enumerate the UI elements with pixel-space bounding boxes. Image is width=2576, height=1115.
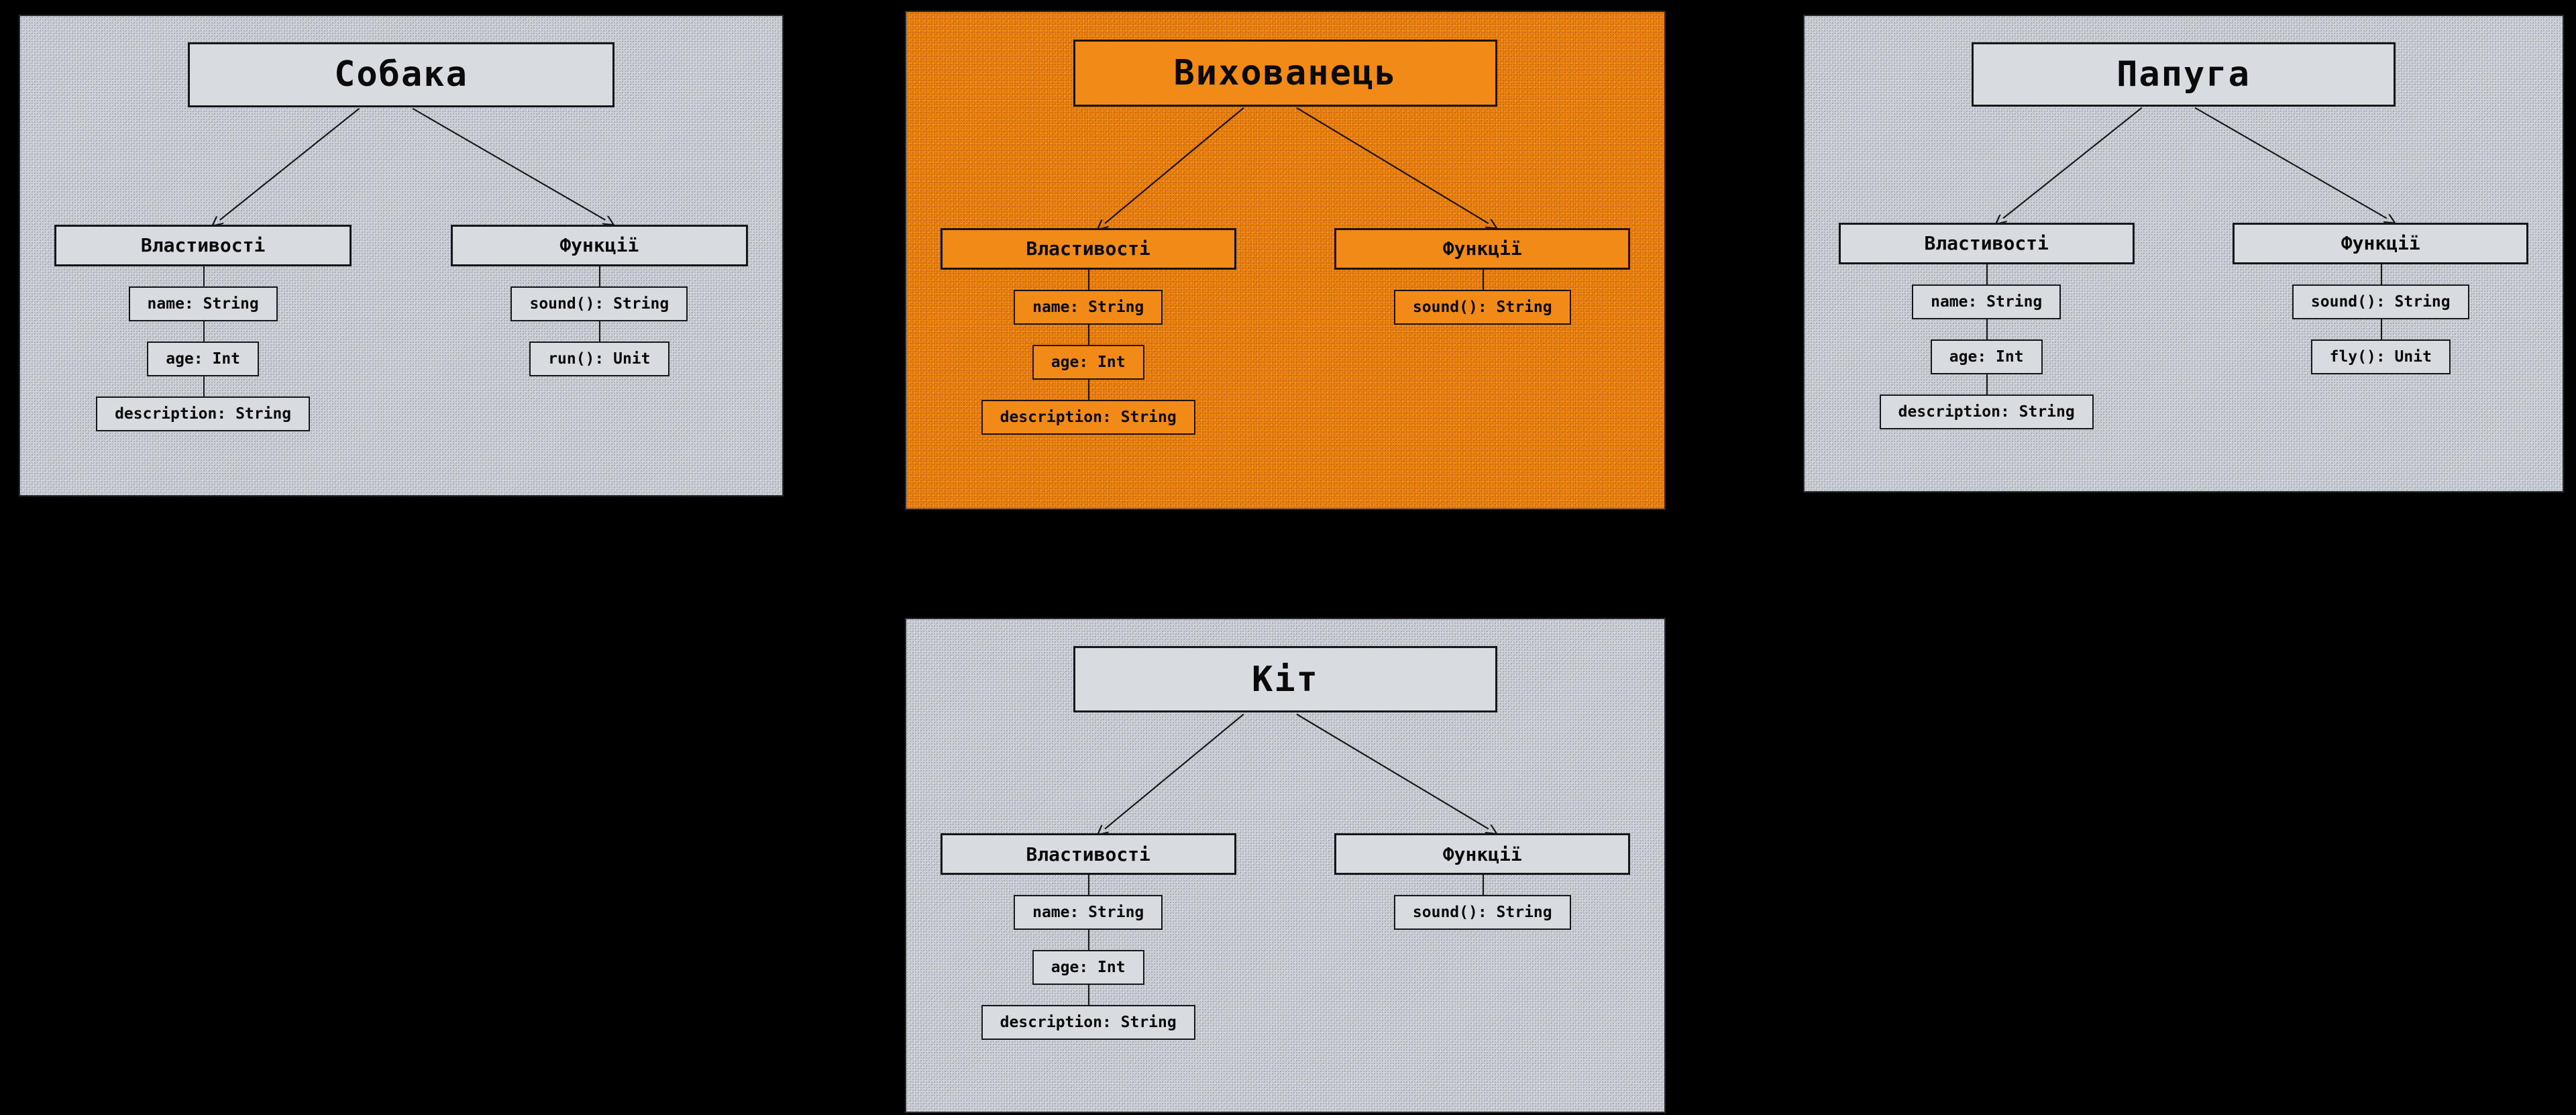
class-diagram-dog: Собака Властивості name: String age: Int…: [19, 15, 784, 496]
class-title: Вихованець: [1173, 52, 1397, 93]
functions-header: Функції: [450, 224, 748, 266]
property-item: age: Int: [1930, 319, 2043, 374]
property-item: description: String: [981, 379, 1195, 435]
properties-header: Властивості: [54, 224, 352, 266]
property-item: name: String: [1014, 875, 1163, 931]
property-item: name: String: [1014, 269, 1163, 325]
class-diagram-cat: Кіт Властивості name: String age: Int de…: [905, 618, 1666, 1113]
class-title: Папуга: [2116, 54, 2251, 95]
functions-column: Функції sound(): String: [1334, 227, 1631, 325]
class-title-box: Папуга: [1971, 42, 2396, 107]
functions-header-label: Функції: [1442, 843, 1522, 865]
function-item: sound(): String: [511, 266, 688, 321]
functions-header: Функції: [1334, 227, 1631, 270]
class-title-box: Вихованець: [1073, 39, 1498, 107]
property-item: age: Int: [1032, 324, 1144, 380]
function-item: fly(): Unit: [2310, 319, 2451, 374]
property-item: age: Int: [1032, 930, 1144, 986]
functions-header: Функції: [2233, 222, 2529, 264]
properties-header: Властивості: [940, 833, 1236, 875]
properties-header: Властивості: [940, 227, 1236, 270]
functions-column: Функції sound(): String run(): Unit: [450, 224, 748, 376]
properties-header: Властивості: [1838, 222, 2135, 264]
function-item: run(): Unit: [529, 321, 669, 376]
properties-header-label: Властивості: [1026, 843, 1150, 865]
inheritance-arrows: [20, 107, 782, 495]
property-item: description: String: [1879, 374, 2094, 429]
function-item: sound(): String: [1393, 269, 1571, 325]
inheritance-arrows: [1805, 107, 2563, 491]
properties-column: Властивості name: String age: Int descri…: [1838, 222, 2135, 429]
properties-header-label: Властивості: [1924, 232, 2049, 255]
functions-header-label: Функції: [559, 234, 639, 257]
properties-column: Властивості name: String age: Int descri…: [54, 224, 352, 431]
properties-column: Властивості name: String age: Int descri…: [940, 833, 1236, 1041]
property-item: age: Int: [147, 321, 260, 376]
properties-header-label: Властивості: [140, 234, 266, 257]
property-item: name: String: [1912, 264, 2061, 319]
property-item: name: String: [128, 266, 278, 321]
class-title-box: Кіт: [1073, 646, 1498, 713]
class-title-box: Собака: [187, 42, 615, 107]
class-diagram-pet: Вихованець Властивості name: String age:…: [905, 11, 1666, 510]
functions-column: Функції sound(): String: [1334, 833, 1631, 931]
properties-header-label: Властивості: [1026, 237, 1150, 260]
class-diagram-parrot: Папуга Властивості name: String age: Int…: [1803, 15, 2564, 492]
property-item: description: String: [96, 376, 311, 431]
functions-header: Функції: [1334, 833, 1631, 875]
class-title: Собака: [334, 54, 468, 95]
functions-header-label: Функції: [1442, 237, 1522, 260]
property-item: description: String: [981, 985, 1195, 1041]
properties-column: Властивості name: String age: Int descri…: [940, 227, 1236, 435]
function-item: sound(): String: [2292, 264, 2469, 319]
class-title: Кіт: [1252, 659, 1319, 700]
inheritance-arrows: [906, 107, 1664, 509]
inheritance-arrows: [906, 713, 1664, 1112]
functions-column: Функції sound(): String fly(): Unit: [2233, 222, 2529, 374]
functions-header-label: Функції: [2341, 232, 2420, 255]
function-item: sound(): String: [1393, 875, 1571, 931]
